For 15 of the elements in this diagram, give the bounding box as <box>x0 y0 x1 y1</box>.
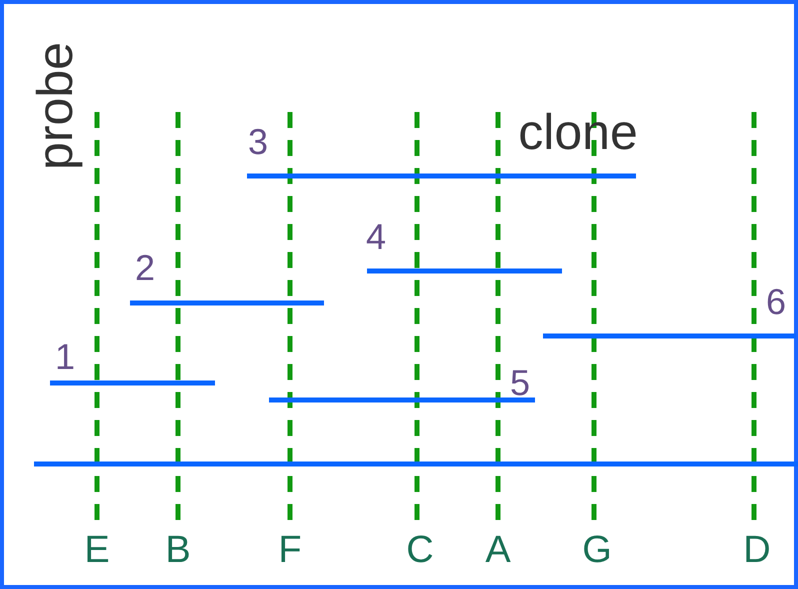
clone-number: 5 <box>510 365 530 401</box>
clone-number: 6 <box>766 284 786 320</box>
probe-label: B <box>165 531 191 569</box>
clone-number: 4 <box>366 219 386 255</box>
probe-label: E <box>84 531 110 569</box>
probe-label: F <box>278 531 302 569</box>
axis-label: clone <box>518 107 638 157</box>
probe-label: A <box>485 531 511 569</box>
axis-label: probe <box>30 42 80 170</box>
clone-number: 1 <box>54 339 76 375</box>
probe-label: G <box>582 531 612 569</box>
clone-number: 2 <box>134 250 156 286</box>
clone-number: 3 <box>248 124 268 160</box>
probe-label: D <box>743 531 771 569</box>
probe-label: C <box>406 531 434 569</box>
